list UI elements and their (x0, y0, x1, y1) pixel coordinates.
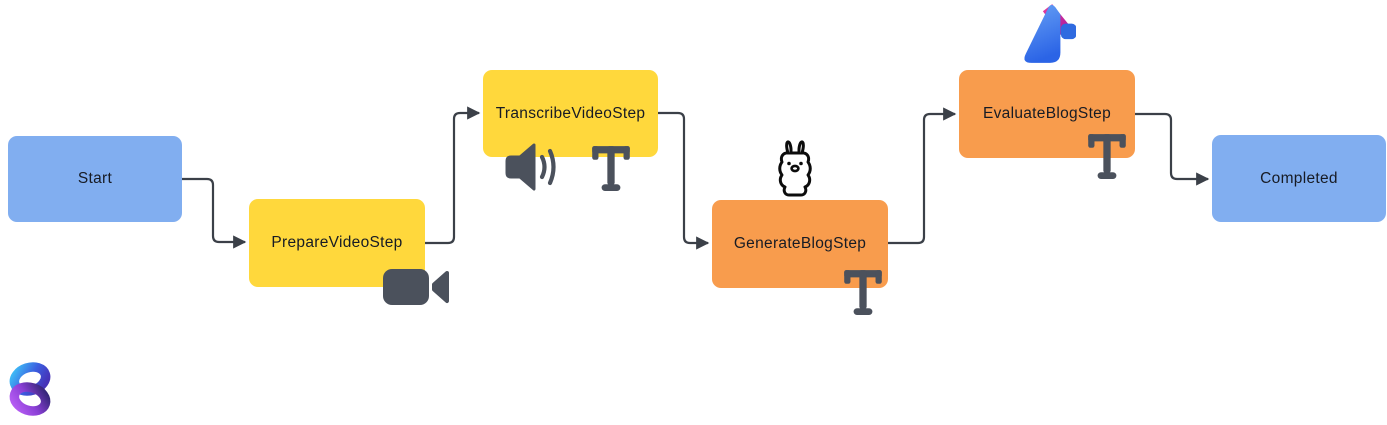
edge-evaluateblogstep-to-completed (1135, 112, 1210, 186)
azure-ai-foundry-icon (1024, 4, 1076, 63)
speaker-icon (505, 143, 556, 191)
video-camera-icon (383, 269, 449, 305)
edge-generateblogstep-to-evaluateblogstep (888, 107, 957, 245)
node-transcribe-video-step-label: TranscribeVideoStep (495, 104, 646, 122)
text-icon (844, 270, 882, 315)
node-evaluate-blog-step-label: EvaluateBlogStep (982, 105, 1112, 122)
semantic-kernel-logo (9, 362, 51, 416)
llama-icon (778, 140, 812, 197)
text-icon (1088, 134, 1126, 179)
node-completed-label: Completed (1260, 169, 1338, 187)
node-generate-blog-step-label: GenerateBlogStep (733, 235, 867, 252)
node-transcribe-video-step: TranscribeVideoStep (483, 70, 658, 157)
node-start-label: Start (77, 170, 113, 187)
node-start: Start (8, 136, 182, 222)
text-icon (592, 146, 630, 191)
node-prepare-video-step-label: PrepareVideoStep (271, 234, 403, 251)
node-completed: Completed (1212, 135, 1386, 222)
edge-start-to-preparevideostep (182, 177, 247, 249)
edge-transcribevideostep-to-generateblogstep (658, 111, 710, 250)
node-prepare-video-step: PrepareVideoStep (249, 199, 425, 287)
edge-preparevideostep-to-transcribevideostep (425, 106, 481, 245)
